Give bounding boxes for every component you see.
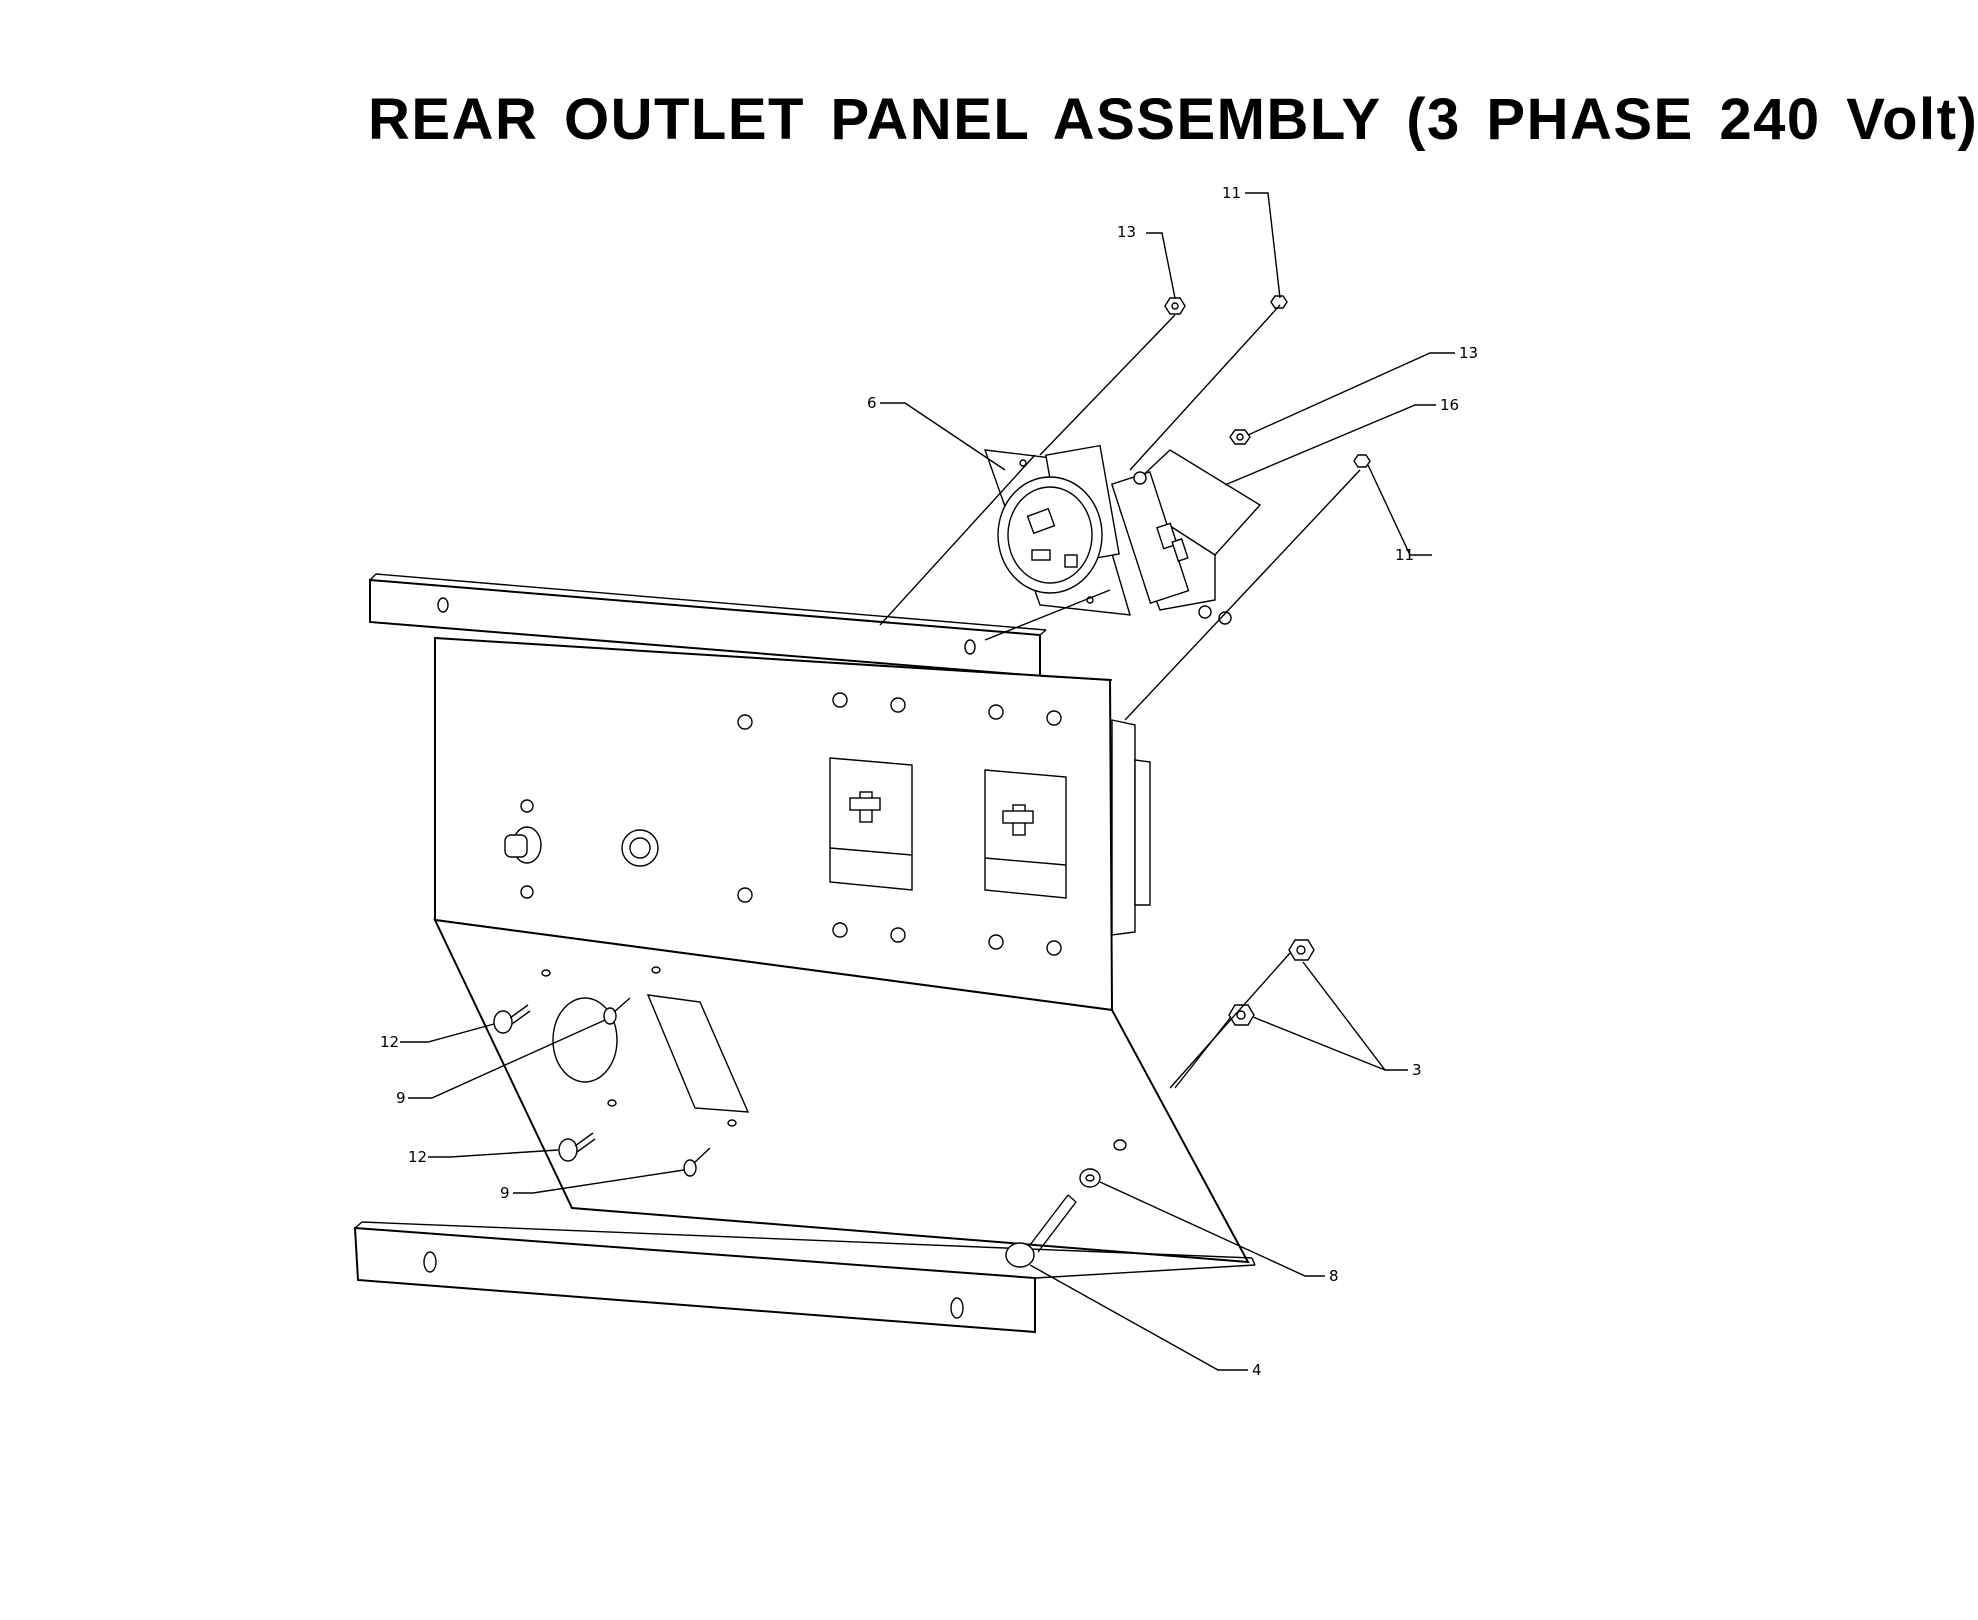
breaker-left [829,757,913,891]
leader-lines [400,192,1455,1371]
hardware [493,295,1371,1268]
screw-12-upper [493,969,551,1034]
page-title: REAR OUTLET PANEL ASSEMBLY (3 PHASE 240 … [368,87,1978,152]
callout-3: 3 [1412,1061,1422,1079]
screw-12-lower [558,1099,617,1162]
rear-panel [353,573,1256,1334]
callout-8: 8 [1329,1267,1339,1285]
nut-11-right [1353,454,1371,468]
callout-13-top: 13 [1117,223,1136,241]
callout-11-top: 11 [1222,184,1241,202]
callout-13-right: 13 [1459,344,1478,362]
callout-12-upper: 12 [380,1033,399,1051]
callout-4: 4 [1252,1361,1262,1379]
callout-11-right: 11 [1395,546,1414,564]
callout-12-lower: 12 [408,1148,427,1166]
screw-9-upper [603,966,661,1025]
nut-11-top [1270,295,1288,309]
breaker-right [984,769,1067,899]
panel-fastener-holes [520,692,1062,956]
callout-9-upper: 9 [396,1089,406,1107]
callout-16: 16 [1440,396,1459,414]
bolt-4 [1005,1194,1077,1268]
callout-9-lower: 9 [500,1184,510,1202]
callout-6: 6 [867,394,877,412]
toggle-switch [504,826,542,864]
screw-9-lower [683,1119,737,1177]
outlet-round [983,444,1131,616]
grommet-hole [552,997,618,1083]
callout-labels: 11 13 13 6 16 11 3 12 9 12 9 8 4 [380,184,1478,1379]
breaker-button [621,829,659,867]
outlet-duplex [1110,449,1262,625]
